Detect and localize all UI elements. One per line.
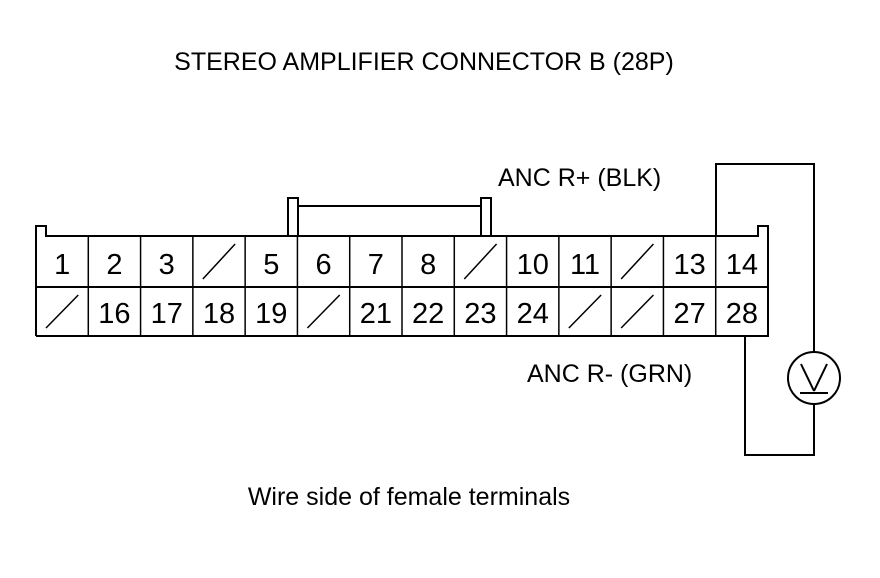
pin-label-14: 14 <box>726 249 758 281</box>
pin-label-19: 19 <box>255 298 287 330</box>
pin-label-18: 18 <box>203 298 235 330</box>
diagram-title: STEREO AMPLIFIER CONNECTOR B (28P) <box>174 48 674 76</box>
empty-cavity-bottom-12 <box>620 294 654 329</box>
positive-wire-label: ANC R+ (BLK) <box>498 164 661 192</box>
positive-probe-wire <box>715 163 815 352</box>
empty-cavity-top-9 <box>463 243 498 280</box>
pin-label-27: 27 <box>673 298 705 330</box>
pin-label-5: 5 <box>263 249 279 281</box>
pin-label-24: 24 <box>517 298 549 330</box>
pin-label-10: 10 <box>517 249 549 281</box>
pin-label-3: 3 <box>159 249 175 281</box>
pin-label-8: 8 <box>420 249 436 281</box>
top-pin-row: 1 2 3 5 6 7 8 10 11 13 14 <box>54 236 758 287</box>
empty-cavity-bottom-1 <box>45 294 79 329</box>
pin-label-2: 2 <box>106 249 122 281</box>
empty-cavity-top-4 <box>202 243 236 280</box>
locking-tab <box>287 197 492 236</box>
pin-label-6: 6 <box>316 249 332 281</box>
diagram-caption: Wire side of female terminals <box>248 483 570 511</box>
bottom-pin-row: 16 17 18 19 21 22 23 24 27 28 <box>45 287 758 336</box>
pin-label-17: 17 <box>151 298 183 330</box>
voltmeter-icon: V <box>787 351 841 405</box>
pin-label-1: 1 <box>54 249 70 281</box>
pin-label-13: 13 <box>673 249 705 281</box>
empty-cavity-top-12 <box>620 243 654 280</box>
pin-label-7: 7 <box>368 249 384 281</box>
pin-label-11: 11 <box>570 249 600 281</box>
empty-cavity-bottom-11 <box>568 294 602 329</box>
pin-label-21: 21 <box>360 298 392 330</box>
pin-label-28: 28 <box>726 298 758 330</box>
pin-label-22: 22 <box>412 298 444 330</box>
negative-wire-label: ANC R- (GRN) <box>527 360 692 388</box>
pin-label-23: 23 <box>464 298 496 330</box>
negative-probe-wire <box>744 336 815 456</box>
pin-label-16: 16 <box>98 298 130 330</box>
empty-cavity-bottom-6 <box>306 294 341 329</box>
